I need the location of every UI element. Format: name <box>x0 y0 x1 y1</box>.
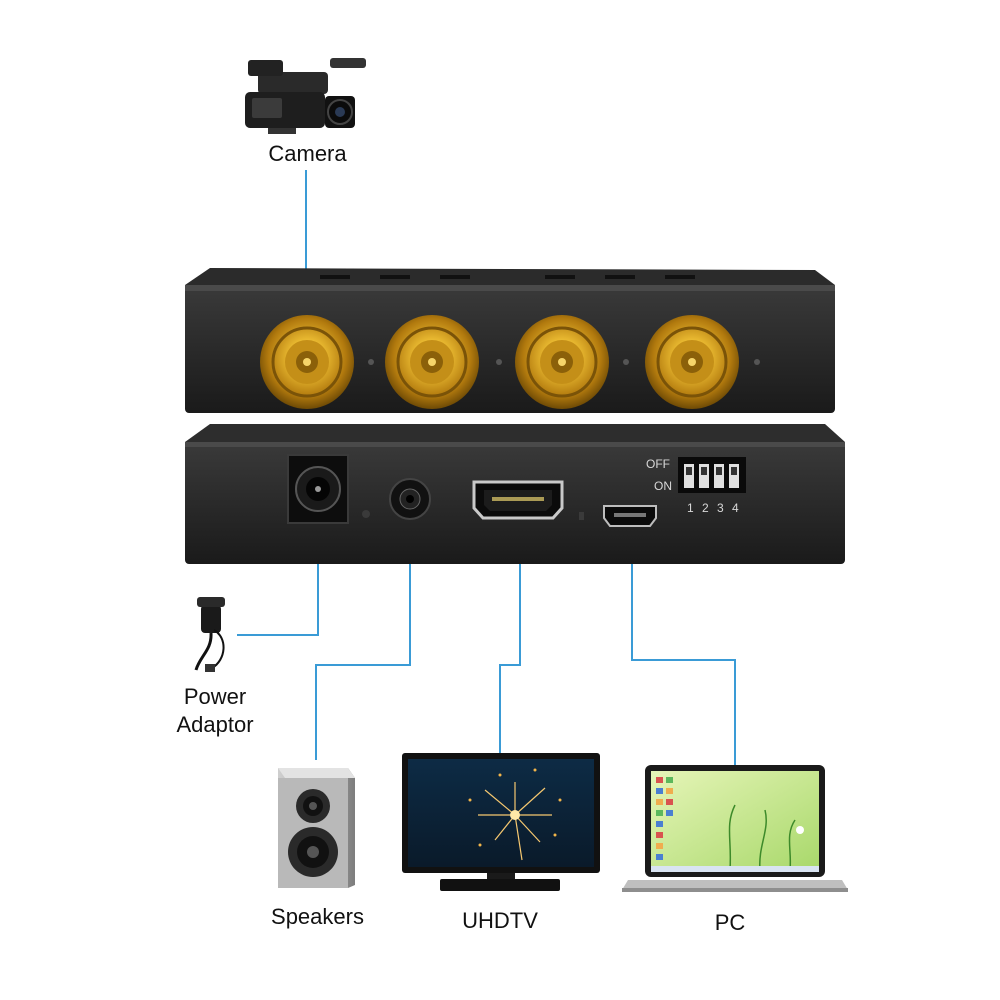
power-line <box>237 552 319 636</box>
desktop-icons-column <box>656 777 673 860</box>
hdmi-line <box>499 545 521 760</box>
uhdtv-label: UHDTV <box>462 908 538 933</box>
power-adaptor-label-line2: Adaptor <box>176 711 254 737</box>
audio-jack <box>389 478 431 520</box>
led-indicator-2 <box>579 512 584 520</box>
speaker-line <box>315 545 411 760</box>
dip-number-4: 4 <box>732 501 739 515</box>
bnc-connector-3 <box>515 315 609 409</box>
bnc-led-dots <box>368 359 760 365</box>
micro-usb-port <box>603 505 657 527</box>
sparkler-graphic <box>478 782 552 861</box>
dip-switch <box>678 457 746 493</box>
speaker-icon <box>278 768 355 888</box>
dip-number-1: 1 <box>687 501 694 515</box>
power-adaptor-label: Power Adaptor <box>160 683 270 738</box>
hdmi-port <box>472 480 564 520</box>
led-indicator-1 <box>362 510 370 518</box>
tv-icon <box>402 753 600 891</box>
dip-off-label: OFF <box>646 457 670 471</box>
laptop-icon <box>622 765 848 892</box>
connector-lines <box>237 170 736 765</box>
bnc-connector-2 <box>385 315 479 409</box>
speakers-label: Speakers <box>271 904 364 929</box>
dip-number-3: 3 <box>717 501 724 515</box>
usb-line <box>631 560 736 765</box>
power-adaptor-label-line1: Power <box>183 684 247 709</box>
camera-label: Camera <box>268 141 347 166</box>
dc-power-jack <box>287 454 349 524</box>
bnc-connector-1 <box>260 315 354 409</box>
power-adaptor-icon <box>194 597 225 672</box>
pc-label: PC <box>714 910 746 935</box>
dip-on-label: ON <box>654 479 672 493</box>
dip-number-2: 2 <box>702 501 709 515</box>
bnc-connector-4 <box>645 315 739 409</box>
camcorder-icon <box>245 58 366 134</box>
